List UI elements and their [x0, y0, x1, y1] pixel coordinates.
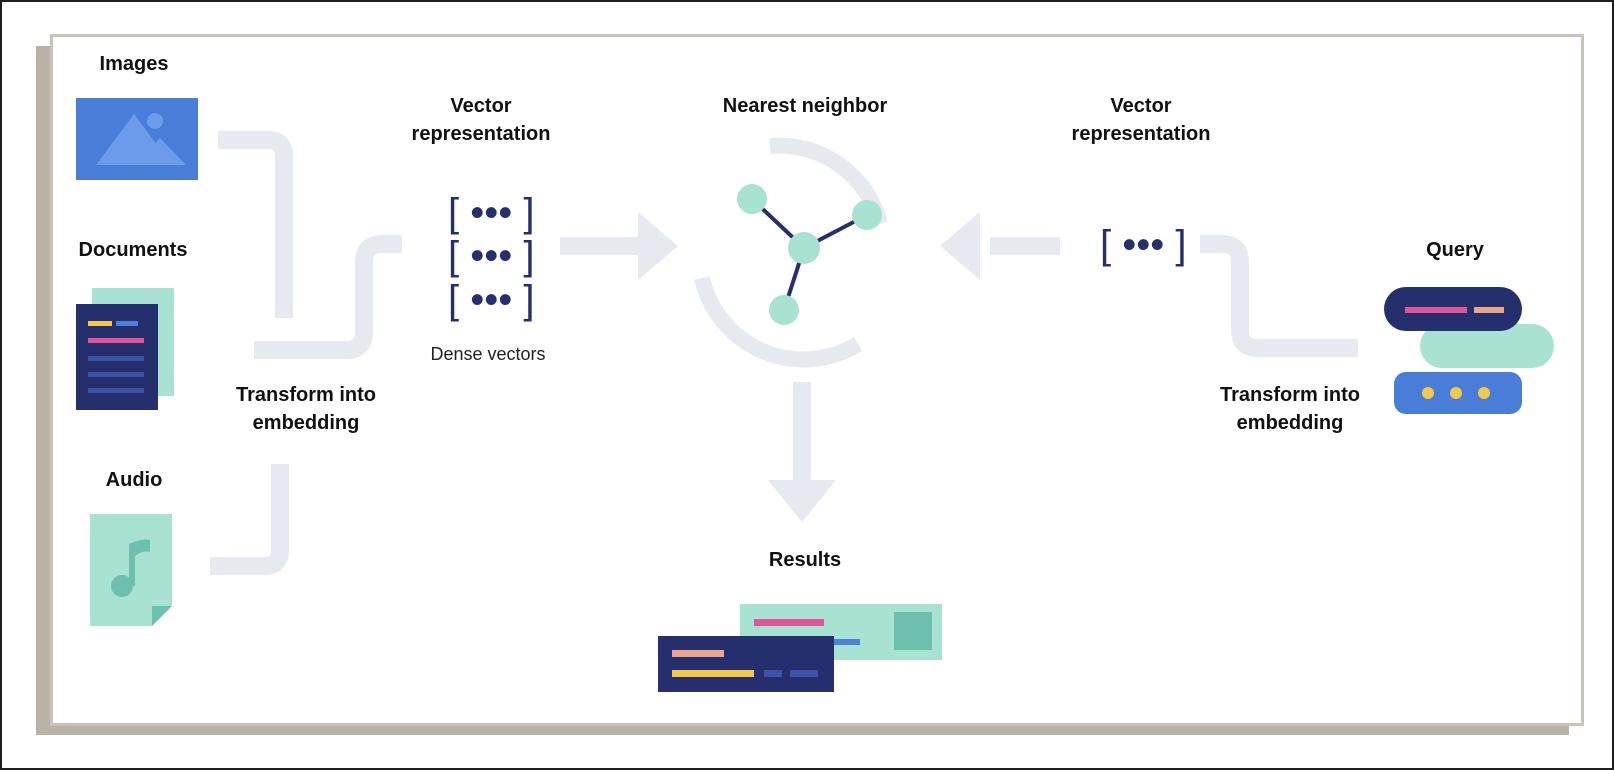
arrow-head-query-to-nn — [940, 212, 980, 280]
arrow-head-dense-to-nn — [638, 212, 678, 280]
label-vector-left: Vector representation — [411, 95, 551, 145]
label-dense-vectors: Dense vectors — [430, 344, 546, 364]
label-images: Images — [99, 53, 169, 75]
label-documents: Documents — [78, 239, 188, 261]
result-cards-icon — [658, 604, 942, 692]
label-audio: Audio — [105, 469, 163, 491]
connector-images — [218, 131, 293, 318]
label-results: Results — [768, 549, 842, 571]
query-vector: [ ••• ] — [1100, 223, 1186, 267]
label-nearest-neighbor: Nearest neighbor — [722, 95, 888, 117]
label-query: Query — [1426, 239, 1484, 261]
document-icon — [76, 288, 174, 410]
label-transform-right: Transform into embedding — [1219, 384, 1360, 434]
connector-query — [1200, 235, 1358, 357]
label-transform-left: Transform into embedding — [235, 384, 376, 434]
vector-row-1: [ ••• ] — [448, 191, 534, 235]
query-stack-icon — [1384, 287, 1554, 414]
graph-nodes-icon — [694, 137, 888, 368]
dense-vectors: [ ••• ] [ ••• ] [ ••• ] — [448, 191, 534, 322]
connector-audio — [210, 464, 289, 575]
vector-row-3: [ ••• ] — [448, 278, 534, 322]
vector-row-2: [ ••• ] — [448, 234, 534, 278]
arrow-head-to-results — [768, 480, 836, 522]
query-vector-row: [ ••• ] — [1100, 223, 1186, 267]
image-icon — [76, 98, 198, 180]
audio-file-icon — [90, 514, 172, 626]
flow-connectors — [210, 131, 1358, 575]
connector-transform-up — [254, 235, 402, 359]
label-vector-right: Vector representation — [1071, 95, 1211, 145]
